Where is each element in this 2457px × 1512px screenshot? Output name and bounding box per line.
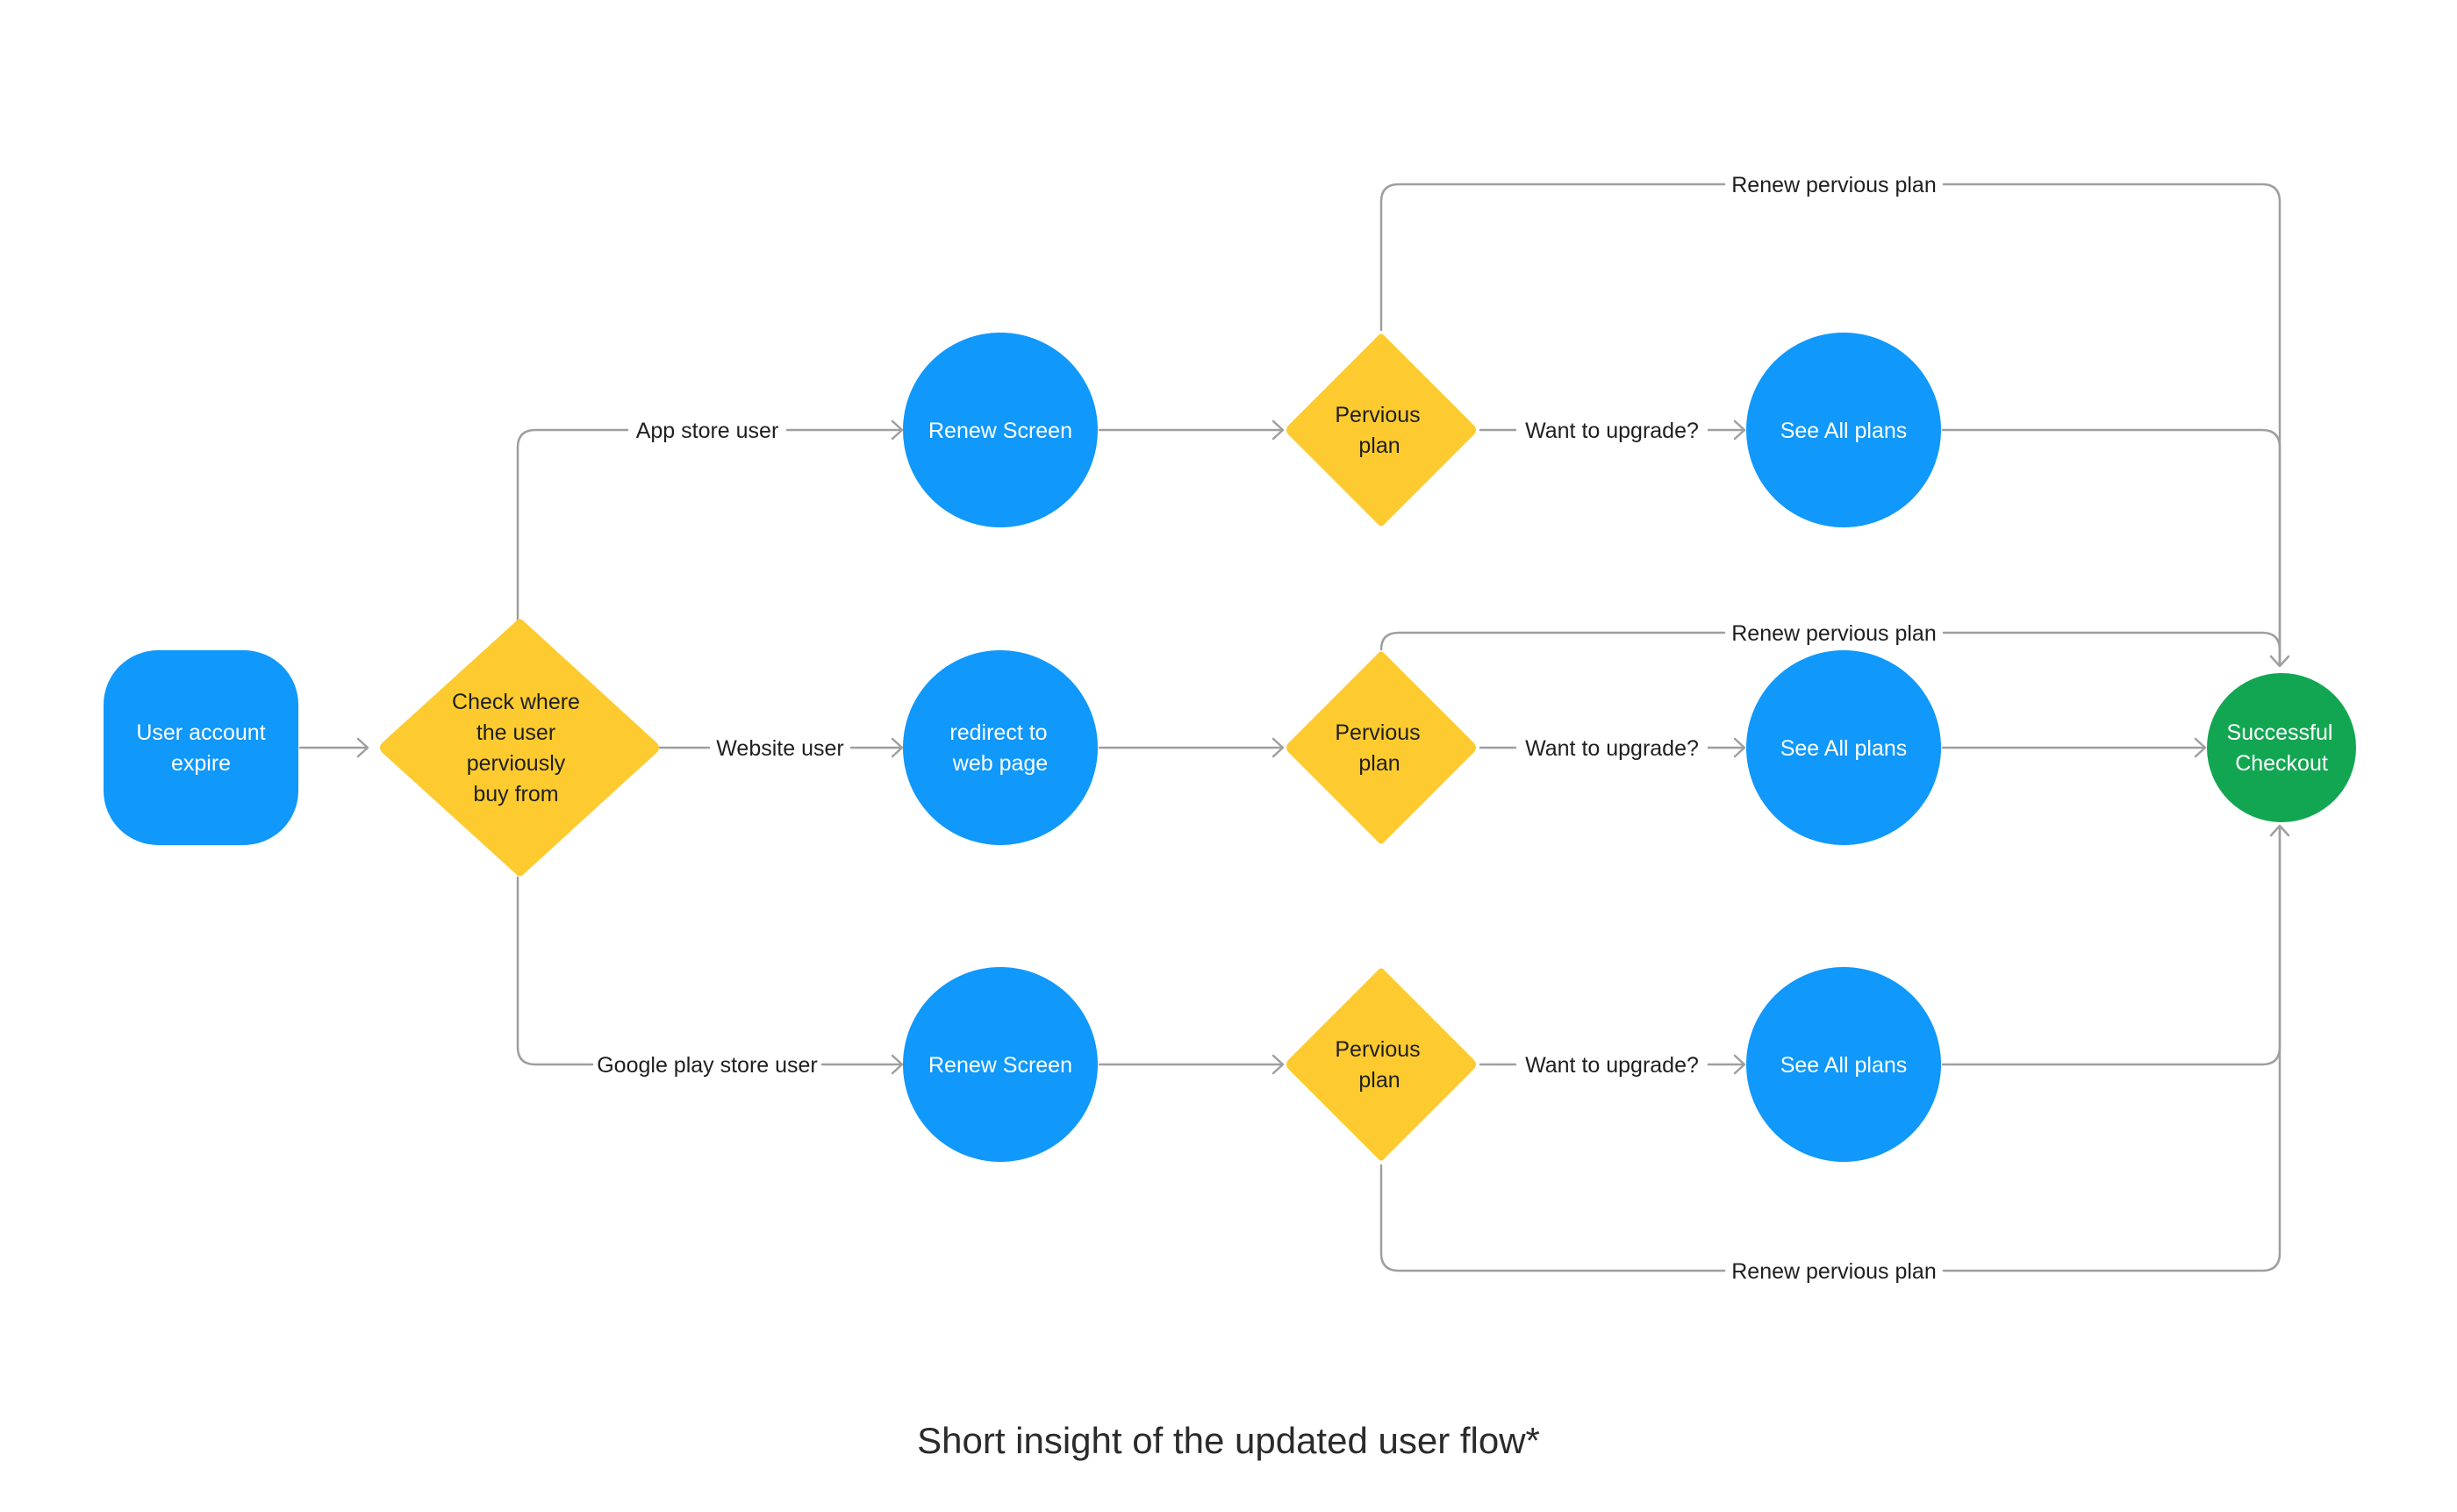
edge-plans-top-to-checkout [1941,428,2282,667]
node-pervious-plan-mid: Pervious plan [1286,651,1476,844]
edge-label-renew-bottom: Renew pervious plan [1731,1259,1936,1284]
edge-renew-pervious-top: Renew pervious plan [1379,173,2290,668]
edge-label-upgrade-bottom: Want to upgrade? [1525,1053,1699,1078]
svg-text:plan: plan [1358,751,1400,776]
edge-label-website: Website user [716,736,843,761]
svg-text:See All plans: See All plans [1780,1053,1908,1078]
edge-app-store: App store user [516,419,904,623]
node-see-all-plans-top: See All plans [1746,333,1941,527]
svg-text:See All plans: See All plans [1780,419,1908,443]
edge-label-renew-mid: Renew pervious plan [1731,621,1936,646]
node-renew-screen-bottom: Renew Screen [903,967,1098,1162]
edge-upgrade-top: Want to upgrade? [1479,419,1746,443]
svg-text:Check where: Check where [452,690,580,714]
edge-upgrade-bottom: Want to upgrade? [1479,1053,1746,1078]
svg-text:plan: plan [1358,1068,1400,1093]
svg-text:See All plans: See All plans [1780,736,1908,761]
edge-start-to-check [298,737,369,758]
node-check-where-bought: Check where the user perviously buy from [380,619,659,877]
edge-renew-bottom-to-plan [1098,1054,1285,1075]
node-pervious-plan-top: Pervious plan [1286,333,1476,527]
node-user-account-expire: User account expire [104,650,298,845]
svg-text:Renew Screen: Renew Screen [928,419,1072,443]
edge-label-renew-top: Renew pervious plan [1731,173,1936,197]
edge-google-play: Google play store user [516,876,904,1078]
edge-plans-bottom-to-checkout [1941,824,2290,1066]
edge-upgrade-mid: Want to upgrade? [1479,736,1746,761]
edge-label-upgrade-mid: Want to upgrade? [1525,736,1699,761]
node-redirect-web-page: redirect to web page [903,650,1098,845]
svg-text:plan: plan [1358,434,1400,458]
svg-text:Pervious: Pervious [1335,1037,1420,1062]
svg-text:Checkout: Checkout [2235,751,2328,776]
svg-text:User account: User account [136,720,265,745]
edge-plans-mid-to-checkout [1941,737,2207,758]
edge-label-app-store: App store user [636,419,779,443]
svg-text:expire: expire [171,751,231,776]
svg-text:redirect to: redirect to [949,720,1047,745]
node-see-all-plans-mid: See All plans [1746,650,1941,845]
svg-text:buy from: buy from [473,782,558,806]
edge-renew-pervious-mid: Renew pervious plan [1379,621,2282,667]
node-see-all-plans-bottom: See All plans [1746,967,1941,1162]
node-renew-screen-top: Renew Screen [903,333,1098,527]
svg-text:Renew Screen: Renew Screen [928,1053,1072,1078]
edge-redirect-to-plan [1098,737,1285,758]
svg-text:Successful: Successful [2227,720,2333,745]
svg-text:Pervious: Pervious [1335,720,1420,745]
node-successful-checkout: Successful Checkout [2207,673,2356,822]
svg-text:Pervious: Pervious [1335,403,1420,427]
edge-renew-pervious-bottom: Renew pervious plan [1379,825,2282,1284]
edge-label-google-play: Google play store user [597,1053,818,1078]
svg-text:perviously: perviously [467,751,566,776]
svg-text:the user: the user [476,720,555,745]
node-pervious-plan-bottom: Pervious plan [1286,968,1476,1161]
svg-text:web page: web page [952,751,1048,776]
diagram-caption: Short insight of the updated user flow* [917,1420,1540,1461]
edge-website: Website user [658,736,904,761]
edge-label-upgrade-top: Want to upgrade? [1525,419,1699,443]
edge-renew-top-to-plan [1098,419,1285,441]
